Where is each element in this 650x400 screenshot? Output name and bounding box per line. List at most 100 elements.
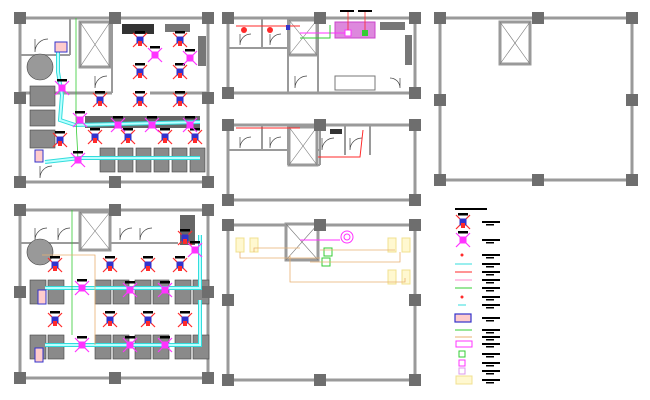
cassette-unit-blue-icon	[144, 316, 152, 324]
outdoor-unit-icon	[37, 289, 47, 305]
unit-pipe-icon	[53, 266, 57, 271]
column	[626, 174, 638, 186]
unit-label-tag	[135, 31, 145, 34]
unit-pipe-icon	[53, 321, 57, 326]
column	[14, 204, 26, 216]
legend-label-bar	[486, 257, 494, 259]
unit-icon	[286, 25, 290, 30]
cassette-unit-magenta-icon	[76, 116, 84, 124]
legend-label-bar	[482, 304, 500, 306]
unit-label-tag	[135, 63, 145, 66]
legend-label-bar	[482, 353, 500, 355]
unit-label-tag	[95, 91, 105, 94]
door-swing	[34, 227, 48, 241]
magenta-square-icon	[458, 359, 466, 367]
column	[222, 12, 234, 24]
workstation-desk	[29, 85, 56, 107]
duct-fill	[45, 235, 201, 289]
cassette-unit-magenta-icon	[191, 246, 199, 254]
unit-label-tag	[180, 311, 190, 314]
spiral-stair	[26, 238, 54, 266]
unit-label-tag	[147, 116, 157, 119]
indoor-unit-yellow-icon	[387, 269, 397, 285]
shaft-cross-line	[79, 21, 111, 68]
drain-pipe	[239, 252, 320, 259]
outdoor-unit-icon	[54, 41, 68, 53]
legend-label-bar	[486, 339, 494, 341]
cassette-unit-blue-icon	[176, 96, 184, 104]
unit-label-tag	[175, 256, 185, 259]
unit-label-tag	[180, 229, 190, 232]
green-square-icon	[458, 350, 466, 358]
unit-pipe-icon	[146, 321, 150, 326]
unit-label-tag	[185, 49, 195, 52]
unit-pipe-icon	[138, 41, 142, 46]
column	[409, 87, 421, 99]
cassette-unit-magenta-icon	[78, 341, 86, 349]
column	[532, 12, 544, 24]
unit-label-tag	[123, 128, 133, 131]
legend-label-bar	[486, 307, 494, 309]
column	[109, 204, 121, 216]
cassette-unit-magenta-icon	[161, 286, 169, 294]
legend-label-bar	[486, 299, 494, 301]
column	[314, 219, 326, 231]
unit-label-tag	[50, 311, 60, 314]
column	[202, 204, 214, 216]
red-point-icon	[460, 253, 464, 257]
legend-label-bar	[486, 320, 494, 322]
door-swing	[389, 77, 401, 89]
legend-label-bar	[482, 370, 500, 372]
label-tag	[340, 10, 354, 12]
column	[434, 94, 446, 106]
kitchen-stove	[122, 24, 154, 34]
legend-label-bar	[482, 239, 500, 241]
cassette-unit-blue-icon	[136, 68, 144, 76]
unit-pipe-icon	[178, 101, 182, 106]
legend-label-bar	[486, 224, 494, 226]
cassette-unit-blue-icon	[124, 133, 132, 141]
cassette-unit-blue-icon	[181, 316, 189, 324]
legend-label-bar	[482, 263, 500, 265]
door-swing	[39, 165, 53, 179]
column	[434, 174, 446, 186]
unit-label-tag	[160, 281, 170, 284]
unit-pipe-icon	[138, 73, 142, 78]
workstation-desk	[47, 279, 65, 305]
legend-label-bar	[482, 329, 500, 331]
outdoor-unit-icon	[34, 149, 44, 163]
counter	[405, 35, 412, 65]
counter	[165, 24, 190, 32]
column	[434, 12, 446, 24]
column	[409, 294, 421, 306]
column	[222, 194, 234, 206]
red-point-icon	[241, 27, 247, 33]
unit-label-tag	[150, 46, 160, 49]
workstation-desk	[174, 279, 192, 305]
unit-label-tag	[125, 336, 135, 339]
cassette-unit-magenta-icon	[148, 121, 156, 129]
unit-pipe-icon	[163, 138, 167, 143]
unit-label-tag	[113, 116, 123, 119]
legend-label-bar	[482, 254, 500, 256]
counter	[334, 75, 376, 91]
sink	[330, 129, 342, 134]
unit-pipe-icon	[178, 41, 182, 46]
unit-label-tag	[135, 91, 145, 94]
unit-pipe-icon	[126, 138, 130, 143]
unit-pipe-icon	[183, 239, 187, 244]
column	[222, 119, 234, 131]
legend-label-bar	[482, 317, 500, 319]
exhaust-fan-inner	[343, 233, 351, 241]
shaft-cross-line	[285, 223, 319, 261]
door-swing	[239, 33, 252, 46]
column	[222, 87, 234, 99]
unit-label-tag	[143, 311, 153, 314]
cassette-unit-magenta-icon	[126, 286, 134, 294]
column	[14, 176, 26, 188]
column	[222, 374, 234, 386]
green-square-icon	[362, 30, 368, 36]
refrigerant-pipe	[75, 18, 79, 161]
furniture-layer	[29, 22, 412, 360]
unit-label-tag	[90, 128, 100, 131]
